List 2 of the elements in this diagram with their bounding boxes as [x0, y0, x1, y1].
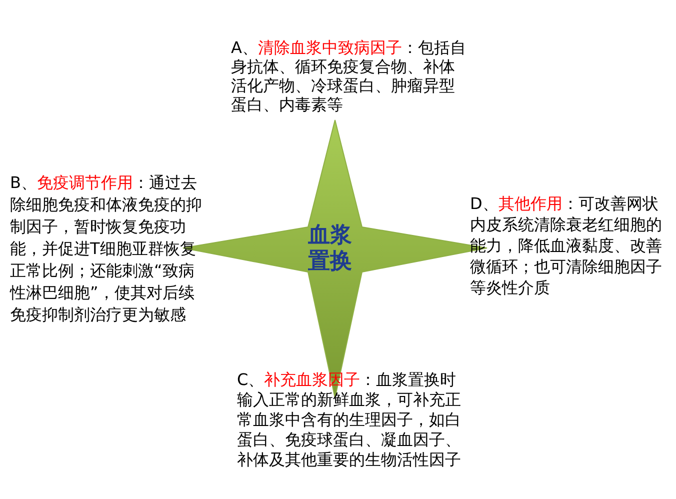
description-text: A、清除血浆中致病因子：包括自身抗体、循环免疫复合物、补体活化产物、冷球蛋白、肿瘤异型蛋白、内毒素等	[231, 38, 467, 114]
center-title: 血浆置换	[308, 222, 353, 274]
